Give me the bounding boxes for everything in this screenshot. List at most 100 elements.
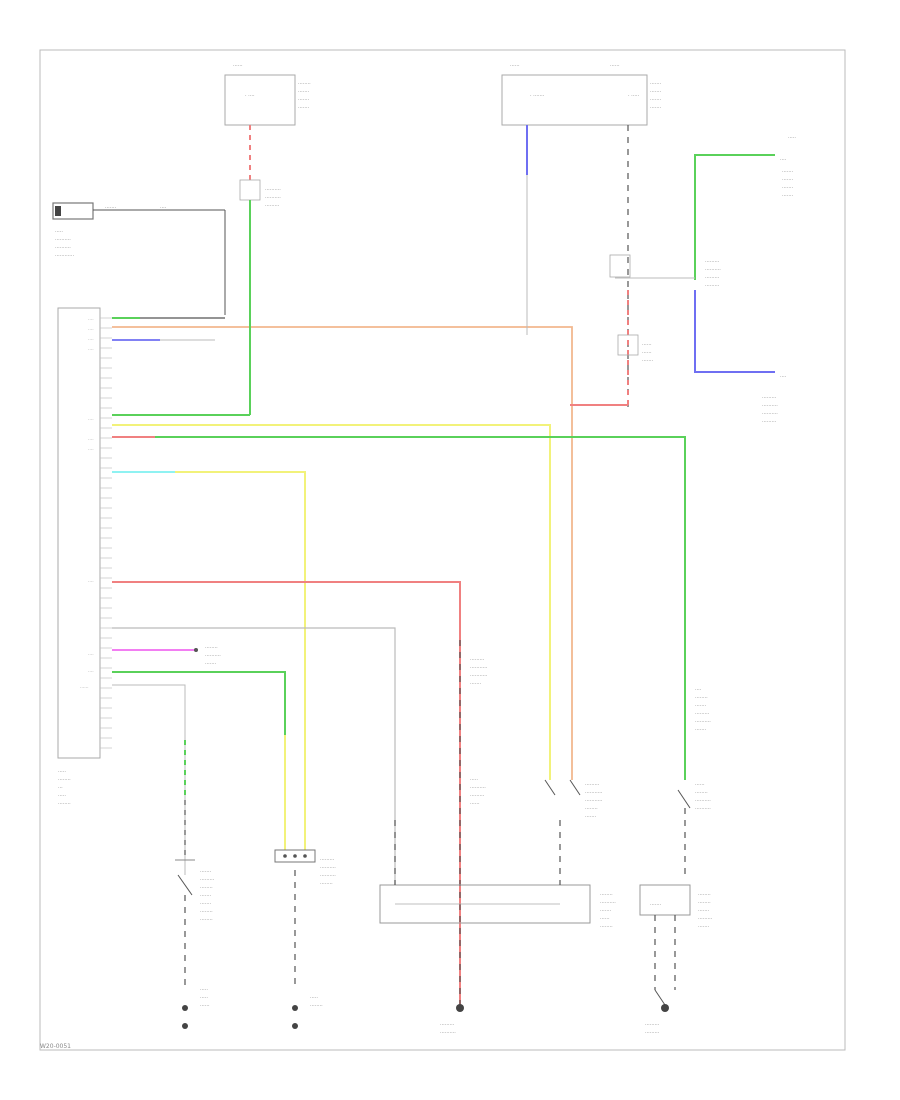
connector-right-mid: [617, 334, 639, 356]
svg-text:..........: ..........: [705, 266, 721, 272]
svg-text:.......: .......: [600, 907, 612, 913]
diagram-frame: [39, 49, 846, 1051]
svg-text:......: ......: [80, 685, 89, 690]
svg-text:.........: .........: [585, 781, 600, 787]
svg-text:........: ........: [58, 800, 71, 806]
svg-text:.......: .......: [782, 192, 794, 198]
svg-text:.......: .......: [695, 702, 707, 708]
svg-text:..........: ..........: [265, 186, 281, 192]
svg-text:....: ....: [88, 652, 94, 657]
svg-text:..........: ..........: [762, 402, 778, 408]
svg-text:.......: .......: [470, 680, 482, 686]
wire-orange: [112, 326, 573, 780]
indicator-lamp-top-left: ....... .... ..... .......... ..........…: [52, 202, 226, 315]
svg-text:.........: .........: [200, 876, 215, 882]
svg-text:........: ........: [58, 776, 71, 782]
svg-text:.....: .....: [55, 228, 63, 234]
svg-text:.........: .........: [645, 1021, 660, 1027]
svg-text:......: ......: [200, 1002, 210, 1008]
svg-text:.......: .......: [298, 96, 310, 102]
svg-text:.......: .......: [205, 660, 217, 666]
svg-text:......: ......: [233, 62, 243, 68]
svg-text:....: ....: [695, 686, 702, 692]
svg-text:.......: .......: [298, 88, 310, 94]
svg-text:.........: .........: [440, 1021, 455, 1027]
wire-blue-right-switch: [694, 290, 775, 373]
svg-text:.........: .........: [470, 656, 485, 662]
svg-text:..........: ..........: [695, 718, 711, 724]
svg-text:......: ......: [610, 62, 620, 68]
wire-green-right-switch: [694, 154, 775, 280]
svg-text:......: ......: [510, 62, 520, 68]
svg-text:.........: .........: [705, 282, 720, 288]
svg-text:........: ........: [600, 891, 613, 897]
connector-left-upper: [239, 179, 261, 201]
svg-text:..........: ..........: [55, 236, 71, 242]
svg-text:........: ........: [200, 908, 213, 914]
svg-text:.........: .........: [645, 1029, 660, 1035]
svg-text:........: ........: [698, 891, 711, 897]
svg-text:...: ...: [58, 784, 63, 790]
svg-text:....: ....: [780, 156, 787, 162]
svg-text:....: ....: [88, 347, 94, 352]
svg-text:....: ....: [88, 579, 94, 584]
svg-text:........: ........: [310, 1002, 323, 1008]
svg-text:.......: .......: [585, 813, 597, 819]
svg-text:..........: ..........: [470, 784, 486, 790]
svg-text:.....: .....: [200, 986, 208, 992]
svg-text:....: ....: [88, 337, 94, 342]
connector-right-switch: [609, 254, 631, 278]
svg-text:.....: .....: [470, 776, 478, 782]
svg-text:. .....: . .....: [628, 92, 640, 98]
far-right-switch: ....... ......... ......... ........ ...…: [639, 686, 713, 1035]
wire-red-long: [112, 581, 461, 1005]
wire-pink-end: [194, 648, 198, 652]
svg-text:.......: .......: [298, 104, 310, 110]
wire-yellow-mid: [112, 471, 306, 850]
svg-text:.......: .......: [105, 204, 117, 210]
svg-text:.......: .......: [650, 88, 662, 94]
svg-text:.......: .......: [698, 923, 710, 929]
svg-text:............: ............: [55, 252, 74, 258]
svg-text:....: ....: [88, 417, 94, 422]
svg-text:........: ........: [200, 884, 213, 890]
svg-text:.......: .......: [200, 868, 212, 874]
svg-text:..........: ..........: [320, 872, 336, 878]
buckle-connector: ......... .......... .......... ........…: [274, 849, 336, 1029]
svg-text:.......: .......: [200, 900, 212, 906]
svg-text:........: ........: [600, 923, 613, 929]
wire-green-long: [112, 436, 686, 780]
svg-text:.......: .......: [650, 80, 662, 86]
center-module: ........ .......... ....... ...... .....…: [379, 820, 616, 929]
svg-text:..........: ..........: [440, 1029, 456, 1035]
ecu-module: .... .... .... .... .... .... .... .... …: [57, 307, 112, 806]
svg-text:...........: ...........: [470, 664, 488, 670]
svg-text:.....: .....: [58, 768, 66, 774]
svg-text:.......: .......: [782, 184, 794, 190]
svg-text:.......: .......: [782, 168, 794, 174]
right-switch-group: ......... ........... ........... ......…: [544, 779, 603, 819]
svg-text:..........: ..........: [695, 797, 711, 803]
svg-text:.........: .........: [698, 915, 713, 921]
svg-text:.........: .........: [695, 710, 710, 716]
svg-text:..........: ..........: [55, 244, 71, 250]
svg-text:...........: ...........: [585, 797, 603, 803]
svg-text:........: ........: [320, 880, 333, 886]
svg-text:. ....: . ....: [245, 92, 255, 98]
svg-text:.........: .........: [470, 792, 485, 798]
svg-text:....: ....: [88, 447, 94, 452]
seat-sensor: ....... ......... ........ ....... .....…: [175, 859, 215, 1029]
svg-text:......: ......: [470, 800, 480, 806]
svg-text:..........: ..........: [600, 899, 616, 905]
svg-text:.....: .....: [200, 994, 208, 1000]
svg-text:..........: ..........: [695, 805, 711, 811]
svg-text:..........: ..........: [320, 864, 336, 870]
svg-text:..........: ..........: [265, 194, 281, 200]
svg-text:....: ....: [160, 204, 167, 210]
svg-text:. .......: . .......: [530, 92, 545, 98]
svg-text:.........: .........: [762, 418, 777, 424]
svg-text:........: ........: [298, 80, 311, 86]
svg-text:.........: .........: [762, 394, 777, 400]
svg-text:.....: .....: [58, 792, 66, 798]
